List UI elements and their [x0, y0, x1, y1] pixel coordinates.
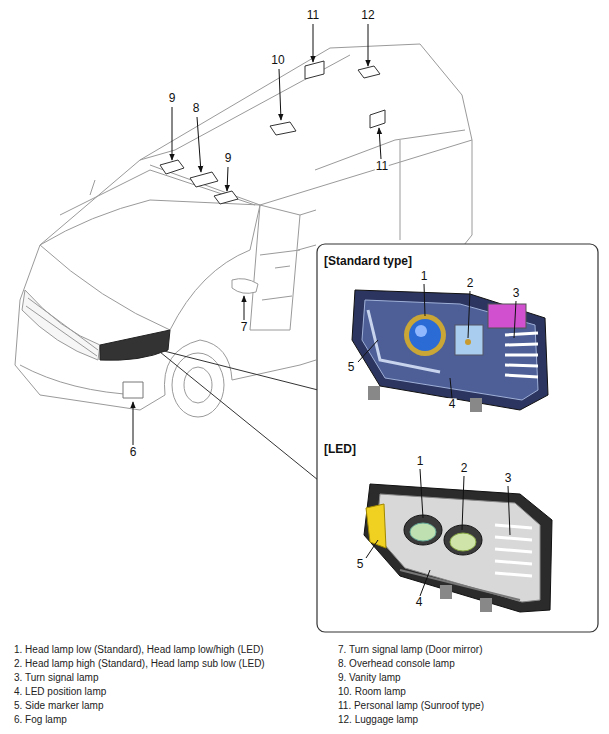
legend-item: 3. Turn signal lamp — [14, 672, 99, 683]
legend-item: 6. Fog lamp — [14, 714, 67, 725]
legend-item: 12. Luggage lamp — [338, 714, 418, 725]
legend-item: 9. Vanity lamp — [338, 672, 401, 683]
callout-number: 2 — [466, 277, 475, 290]
callout-number: 3 — [512, 287, 521, 300]
callout-number: 4 — [448, 398, 457, 411]
inset-heading: [Standard type] — [324, 255, 412, 268]
legend-item: 1. Head lamp low (Standard), Head lamp l… — [14, 644, 264, 655]
legend-item: 8. Overhead console lamp — [338, 658, 455, 669]
inset-heading: [LED] — [324, 443, 356, 456]
callout-number: 11 — [306, 9, 320, 22]
lamp-markers — [160, 61, 385, 204]
callout-number: 7 — [240, 321, 249, 334]
callout-number: 6 — [129, 446, 138, 459]
led-headlamp — [364, 484, 552, 612]
standard-headlamp — [352, 290, 548, 412]
callout-number: 10 — [270, 54, 285, 67]
callout-number: 4 — [415, 596, 424, 609]
callout-number: 5 — [356, 558, 365, 571]
callout-number: 2 — [460, 462, 469, 475]
legend-item: 4. LED position lamp — [14, 686, 106, 697]
legend-item: 11. Personal lamp (Sunroof type) — [338, 700, 484, 711]
legend-item: 7. Turn signal lamp (Door mirror) — [338, 644, 482, 655]
callout-number: 12 — [360, 9, 375, 22]
callout-number: 9 — [224, 152, 233, 165]
callout-number: 11 — [375, 160, 389, 173]
callout-number: 8 — [192, 102, 201, 115]
part-leaders — [358, 284, 516, 596]
callout-number: 3 — [504, 472, 513, 485]
callout-number: 9 — [168, 92, 177, 105]
legend-item: 10. Room lamp — [338, 686, 406, 697]
inset-leader — [160, 350, 318, 480]
callout-number: 1 — [416, 455, 425, 468]
inset-panel — [317, 244, 598, 632]
callout-number: 1 — [420, 270, 429, 283]
legend-item: 5. Side marker lamp — [14, 700, 103, 711]
legend-item: 2. Head lamp high (Standard), Head lamp … — [14, 658, 265, 669]
callout-number: 5 — [347, 361, 356, 374]
